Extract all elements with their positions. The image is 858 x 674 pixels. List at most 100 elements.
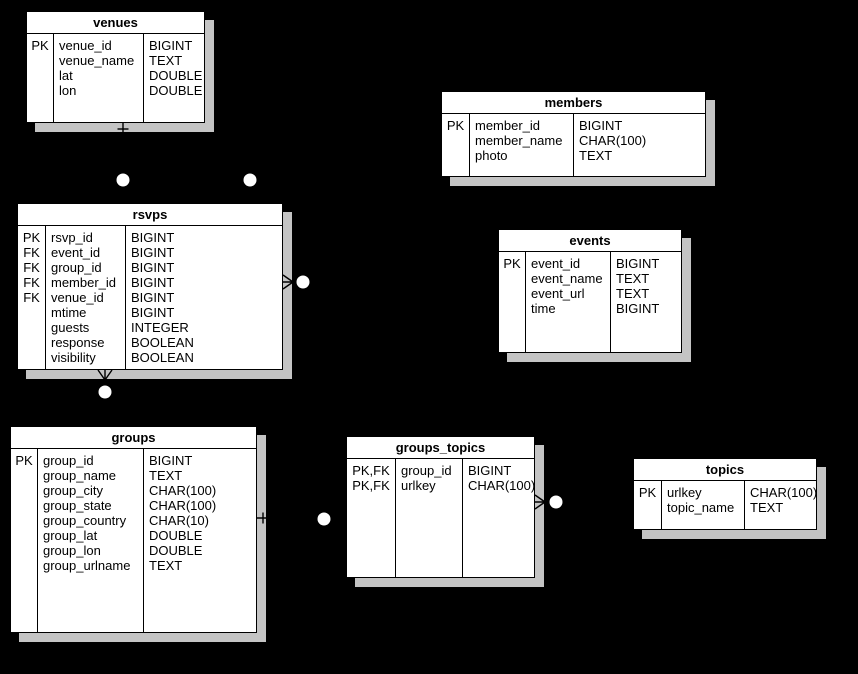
column-key: PK — [11, 449, 38, 632]
column-key: PK — [634, 481, 662, 529]
field-name: group_lat — [43, 528, 98, 543]
key-label — [499, 271, 525, 286]
key-label: FK — [23, 260, 40, 275]
field-type: DOUBLE — [149, 543, 203, 558]
column-key: PK — [442, 114, 470, 176]
table-title: members — [442, 92, 705, 114]
field-name: group_country — [43, 513, 127, 528]
key-label: PK — [446, 118, 465, 133]
field-name: group_id — [51, 260, 102, 275]
rsvps-groups-crowfoot — [97, 369, 113, 384]
field-name: member_id — [475, 118, 541, 133]
field-type: BIGINT — [579, 118, 623, 133]
table-title: groups — [11, 427, 256, 449]
field-type: INTEGER — [131, 320, 189, 335]
field-name: topic_name — [667, 500, 735, 515]
field-type: TEXT — [579, 148, 613, 163]
field-type: CHAR(100) — [149, 498, 217, 513]
field-type: TEXT — [149, 468, 183, 483]
field-type: BIGINT — [131, 230, 175, 245]
venues-one-mark — [117, 123, 129, 173]
field-name: member_id — [51, 275, 117, 290]
field-type: BIGINT — [149, 453, 193, 468]
field-name: member_name — [475, 133, 563, 148]
key-label: PK — [15, 453, 33, 468]
key-label: PK,FK — [352, 478, 390, 493]
key-label — [18, 335, 45, 350]
field-name: venue_id — [51, 290, 104, 305]
field-type: CHAR(100) — [149, 483, 217, 498]
key-label: FK — [23, 245, 40, 260]
key-label — [18, 305, 45, 320]
groups-groups_topics-zero-many-circle — [316, 511, 332, 527]
key-label: PK — [503, 256, 521, 271]
groups_topics-topics-crowfoot — [534, 494, 549, 510]
field-name: group_state — [43, 498, 112, 513]
field-name: visibility — [51, 350, 96, 365]
rsvps-events-zero-many-circle — [295, 274, 311, 290]
field-type: BIGINT — [131, 305, 175, 320]
groups-one-mark — [256, 512, 317, 524]
column-key: PK — [499, 252, 526, 352]
field-type: BIGINT — [616, 256, 660, 271]
key-label — [18, 320, 45, 335]
field-name: response — [51, 335, 105, 350]
key-label — [11, 513, 37, 528]
field-name: urlkey — [667, 485, 702, 500]
field-name: lon — [59, 83, 77, 98]
field-name: group_name — [43, 468, 116, 483]
key-label — [499, 286, 525, 301]
column-type: CHAR(100)TEXT — [745, 481, 816, 529]
field-name: time — [531, 301, 556, 316]
key-label: PK — [31, 38, 49, 53]
field-type: DOUBLE — [149, 68, 203, 83]
key-label: PK,FK — [352, 463, 390, 478]
field-name: event_id — [531, 256, 581, 271]
key-label — [11, 468, 37, 483]
table-title: rsvps — [18, 204, 282, 226]
field-name: event_id — [51, 245, 101, 260]
rsvps-events-crowfoot — [282, 274, 297, 290]
field-type: CHAR(10) — [149, 513, 209, 528]
field-type: BIGINT — [131, 245, 175, 260]
field-type: BIGINT — [131, 260, 175, 275]
key-label — [11, 543, 37, 558]
rsvps-groups-zero-many-circle — [97, 384, 113, 400]
key-label — [27, 83, 53, 98]
key-label: FK — [23, 275, 40, 290]
key-label — [27, 68, 53, 83]
field-name: urlkey — [401, 478, 436, 493]
field-name: rsvp_id — [51, 230, 93, 245]
field-name: event_url — [531, 286, 585, 301]
key-label — [11, 498, 37, 513]
groups_topics-topics-zero-many-circle — [548, 494, 564, 510]
key-label — [442, 148, 469, 163]
field-type: BOOLEAN — [131, 350, 194, 365]
field-name: group_city — [43, 483, 103, 498]
field-name: group_lon — [43, 543, 101, 558]
field-type: TEXT — [750, 500, 784, 515]
